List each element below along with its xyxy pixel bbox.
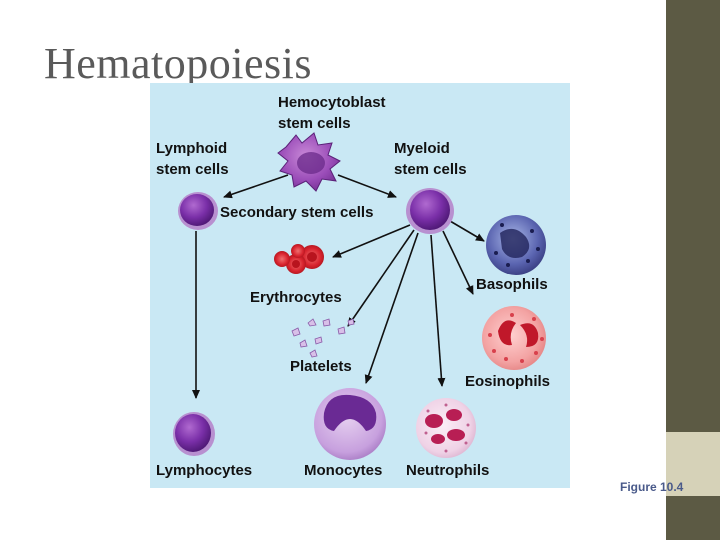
arrow-to-monocytes — [364, 232, 419, 384]
myeloid-stem-cell — [406, 188, 454, 234]
arrow-to-lymphoid — [223, 174, 289, 199]
eosinophil-cell — [482, 306, 546, 370]
hemocytoblast-cell — [277, 132, 341, 192]
arrow-to-eosinophils — [442, 230, 474, 295]
arrow-to-basophils — [449, 220, 485, 242]
lymphocyte-cell — [173, 412, 215, 456]
erythrocytes-label: Erythrocytes — [250, 289, 342, 306]
platelet-cells — [291, 318, 355, 358]
hemocytoblast-label-line1: Hemocytoblast — [278, 94, 386, 111]
myeloid-label-line2: stem cells — [394, 161, 467, 178]
differentiation-arrows — [192, 174, 485, 399]
myeloid-label: Myeloid stem cells — [394, 138, 467, 180]
basophils-label: Basophils — [476, 276, 548, 293]
arrow-to-myeloid — [337, 174, 397, 198]
diagram-artwork — [173, 132, 546, 460]
neutrophil-cell — [416, 398, 476, 458]
arrow-to-neutrophils — [430, 234, 446, 387]
lymphoid-label-line2: stem cells — [156, 161, 229, 178]
arrow-to-erythrocytes — [332, 224, 411, 258]
arrow-to-platelets — [347, 229, 415, 327]
hemocytoblast-label-line2: stem cells — [278, 115, 351, 132]
secondary-stem-cells-label: Secondary stem cells — [220, 204, 374, 221]
hematopoiesis-diagram: Hemocytoblast stem cells Lymphoid stem c… — [150, 83, 570, 488]
lymphoid-label: Lymphoid stem cells — [156, 138, 229, 180]
basophil-cell — [486, 215, 546, 275]
myeloid-label-line1: Myeloid — [394, 140, 450, 157]
slide-title: Hematopoiesis — [44, 39, 313, 88]
lymphoid-label-line1: Lymphoid — [156, 140, 228, 157]
monocyte-cell — [314, 388, 386, 460]
side-accent — [666, 432, 720, 496]
figure-label: Figure 10.4 — [620, 480, 684, 494]
erythrocyte-cells — [274, 244, 324, 274]
lymphocytes-label: Lymphocytes — [156, 462, 253, 479]
hemocytoblast-label: Hemocytoblast stem cells — [278, 92, 386, 134]
monocytes-label: Monocytes — [304, 462, 383, 479]
lymphoid-stem-cell — [178, 192, 218, 230]
platelets-label: Platelets — [290, 358, 352, 375]
neutrophils-label: Neutrophils — [406, 462, 490, 479]
eosinophils-label: Eosinophils — [465, 373, 551, 390]
